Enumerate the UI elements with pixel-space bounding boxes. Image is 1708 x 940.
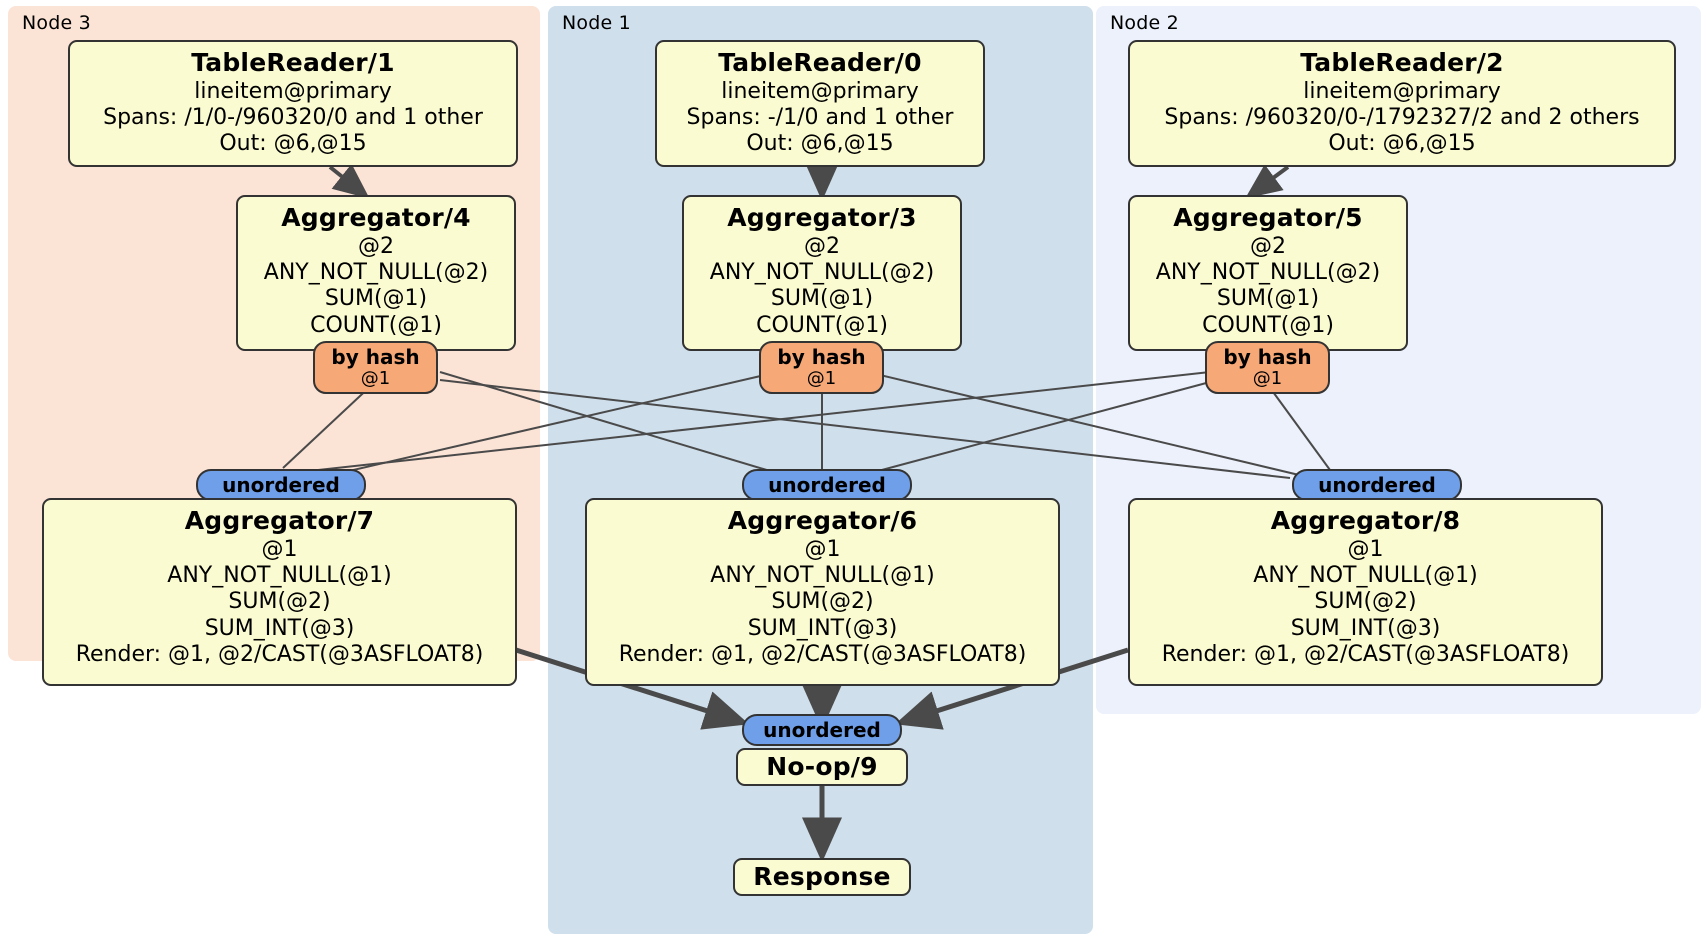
processor-detail-agg3: COUNT(@1) [1202,312,1334,338]
processor-detail-agg1: ANY_NOT_NULL(@2) [263,259,489,285]
processor-title: Aggregator/4 [281,203,471,232]
processor-detail-groupcols: @2 [1250,233,1286,259]
processor-title: Aggregator/8 [1270,506,1461,535]
processor-detail-agg1: ANY_NOT_NULL(@1) [710,562,935,588]
processor-title: Aggregator/3 [727,203,917,232]
router-column-label: @1 [806,367,837,389]
processor-detail-agg3: SUM_INT(@3) [747,615,898,641]
processor-aggregator-6[interactable]: Aggregator/6 @1 ANY_NOT_NULL(@1) SUM(@2)… [585,498,1060,686]
processor-detail-agg2: SUM(@2) [771,589,874,615]
synchronizer-unordered-right[interactable]: unordered [1292,469,1462,501]
processor-response[interactable]: Response [733,858,911,896]
processor-detail-agg2: SUM(@2) [228,589,331,615]
processor-tablereader-2[interactable]: TableReader/2 lineitem@primary Spans: /9… [1128,40,1676,167]
synchronizer-unordered-center[interactable]: unordered [742,469,912,501]
router-by-hash-left[interactable]: by hash @1 [313,341,438,394]
processor-title: TableReader/2 [1300,48,1504,77]
processor-tablereader-1[interactable]: TableReader/1 lineitem@primary Spans: /1… [68,40,518,167]
processor-detail-table: lineitem@primary [721,78,919,104]
processor-detail-agg2: SUM(@2) [1314,589,1417,615]
synchronizer-unordered-final[interactable]: unordered [742,714,902,746]
processor-detail-out: Out: @6,@15 [1328,131,1476,157]
router-column-label: @1 [1252,367,1283,389]
processor-detail-render: Render: @1, @2/CAST(@3ASFLOAT8) [618,642,1027,668]
processor-detail-groupcols: @2 [804,233,840,259]
processor-detail-agg3: SUM_INT(@3) [1290,615,1441,641]
router-type-label: by hash [1223,345,1312,369]
router-by-hash-center[interactable]: by hash @1 [759,341,884,394]
processor-detail-groupcols: @1 [1347,536,1384,562]
processor-detail-render: Render: @1, @2/CAST(@3ASFLOAT8) [1161,642,1570,668]
processor-detail-render: Render: @1, @2/CAST(@3ASFLOAT8) [75,642,484,668]
node-label-node-1: Node 1 [562,12,631,34]
processor-tablereader-0[interactable]: TableReader/0 lineitem@primary Spans: -/… [655,40,985,167]
processor-detail-agg1: ANY_NOT_NULL(@1) [167,562,392,588]
processor-detail-agg3: SUM_INT(@3) [204,615,355,641]
node-label-node-2: Node 2 [1110,12,1179,34]
processor-detail-agg2: SUM(@1) [1216,286,1320,312]
processor-aggregator-8[interactable]: Aggregator/8 @1 ANY_NOT_NULL(@1) SUM(@2)… [1128,498,1603,686]
processor-detail-agg1: ANY_NOT_NULL(@2) [1155,259,1381,285]
processor-title: Aggregator/5 [1173,203,1363,232]
processor-aggregator-4[interactable]: Aggregator/4 @2 ANY_NOT_NULL(@2) SUM(@1)… [236,195,516,351]
processor-detail-agg1: ANY_NOT_NULL(@1) [1253,562,1478,588]
processor-noop-9[interactable]: No-op/9 [736,748,908,786]
processor-detail-spans: Spans: /960320/0-/1792327/2 and 2 others [1164,104,1640,130]
synchronizer-unordered-left[interactable]: unordered [196,469,366,501]
processor-title: No-op/9 [766,751,878,781]
processor-title: Response [753,861,891,891]
processor-detail-agg2: SUM(@1) [770,286,874,312]
processor-aggregator-3[interactable]: Aggregator/3 @2 ANY_NOT_NULL(@2) SUM(@1)… [682,195,962,351]
processor-detail-agg2: SUM(@1) [324,286,428,312]
processor-detail-table: lineitem@primary [1303,78,1501,104]
processor-title: TableReader/1 [191,48,395,77]
processor-aggregator-5[interactable]: Aggregator/5 @2 ANY_NOT_NULL(@2) SUM(@1)… [1128,195,1408,351]
processor-detail-out: Out: @6,@15 [219,131,367,157]
processor-detail-agg3: COUNT(@1) [756,312,888,338]
router-type-label: by hash [777,345,866,369]
processor-detail-groupcols: @1 [804,536,841,562]
processor-detail-spans: Spans: /1/0-/960320/0 and 1 other [103,104,483,130]
router-type-label: by hash [331,345,420,369]
router-column-label: @1 [360,367,391,389]
processor-title: TableReader/0 [718,48,922,77]
processor-detail-agg1: ANY_NOT_NULL(@2) [709,259,935,285]
processor-detail-spans: Spans: -/1/0 and 1 other [686,104,954,130]
processor-aggregator-7[interactable]: Aggregator/7 @1 ANY_NOT_NULL(@1) SUM(@2)… [42,498,517,686]
processor-title: Aggregator/6 [727,506,918,535]
processor-detail-table: lineitem@primary [194,78,392,104]
processor-detail-groupcols: @1 [261,536,298,562]
processor-title: Aggregator/7 [184,506,375,535]
processor-detail-agg3: COUNT(@1) [310,312,442,338]
processor-detail-groupcols: @2 [358,233,394,259]
node-label-node-3: Node 3 [22,12,91,34]
router-by-hash-right[interactable]: by hash @1 [1205,341,1330,394]
processor-detail-out: Out: @6,@15 [746,131,894,157]
